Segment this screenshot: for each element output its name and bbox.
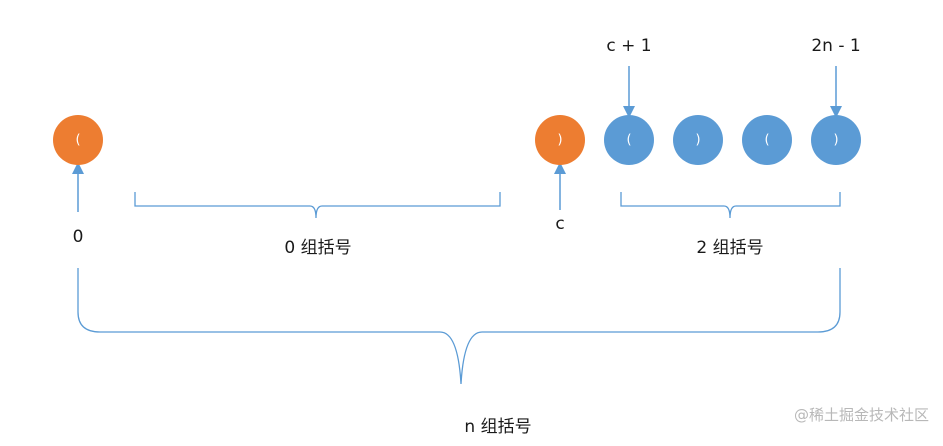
paren-circle: [811, 115, 861, 165]
brace-zero-groups: [134, 192, 501, 219]
brace-n-groups: [77, 268, 841, 385]
index-label-0: 0: [72, 227, 84, 247]
paren-symbol: ): [695, 133, 700, 148]
index-label-2n-minus-1: 2n - 1: [811, 36, 861, 56]
group-label-n: n 组括号: [464, 417, 532, 437]
watermark: @稀土掘金技术社区: [793, 406, 929, 424]
paren-node-close-2: ): [673, 115, 723, 165]
index-label-c-plus-1: c + 1: [606, 36, 652, 56]
paren-circle: [742, 115, 792, 165]
paren-circle: [53, 115, 103, 165]
brace-two-groups: [620, 192, 841, 219]
paren-circle: [535, 115, 585, 165]
paren-symbol: (: [626, 133, 631, 148]
paren-symbol: ): [557, 133, 562, 148]
paren-node-close-c: ): [535, 115, 585, 165]
paren-symbol: (: [764, 133, 769, 148]
paren-symbol: ): [833, 133, 838, 148]
group-label-two: 2 组括号: [696, 238, 764, 258]
paren-node-open-0: (: [53, 115, 103, 165]
group-label-zero: 0 组括号: [284, 238, 352, 258]
paren-node-open-c-plus-1: (: [604, 115, 654, 165]
paren-circle: [604, 115, 654, 165]
paren-node-open-3: (: [742, 115, 792, 165]
paren-node-close-2n-minus-1: ): [811, 115, 861, 165]
paren-circle: [673, 115, 723, 165]
index-label-c: c: [555, 214, 565, 234]
paren-symbol: (: [75, 133, 80, 148]
